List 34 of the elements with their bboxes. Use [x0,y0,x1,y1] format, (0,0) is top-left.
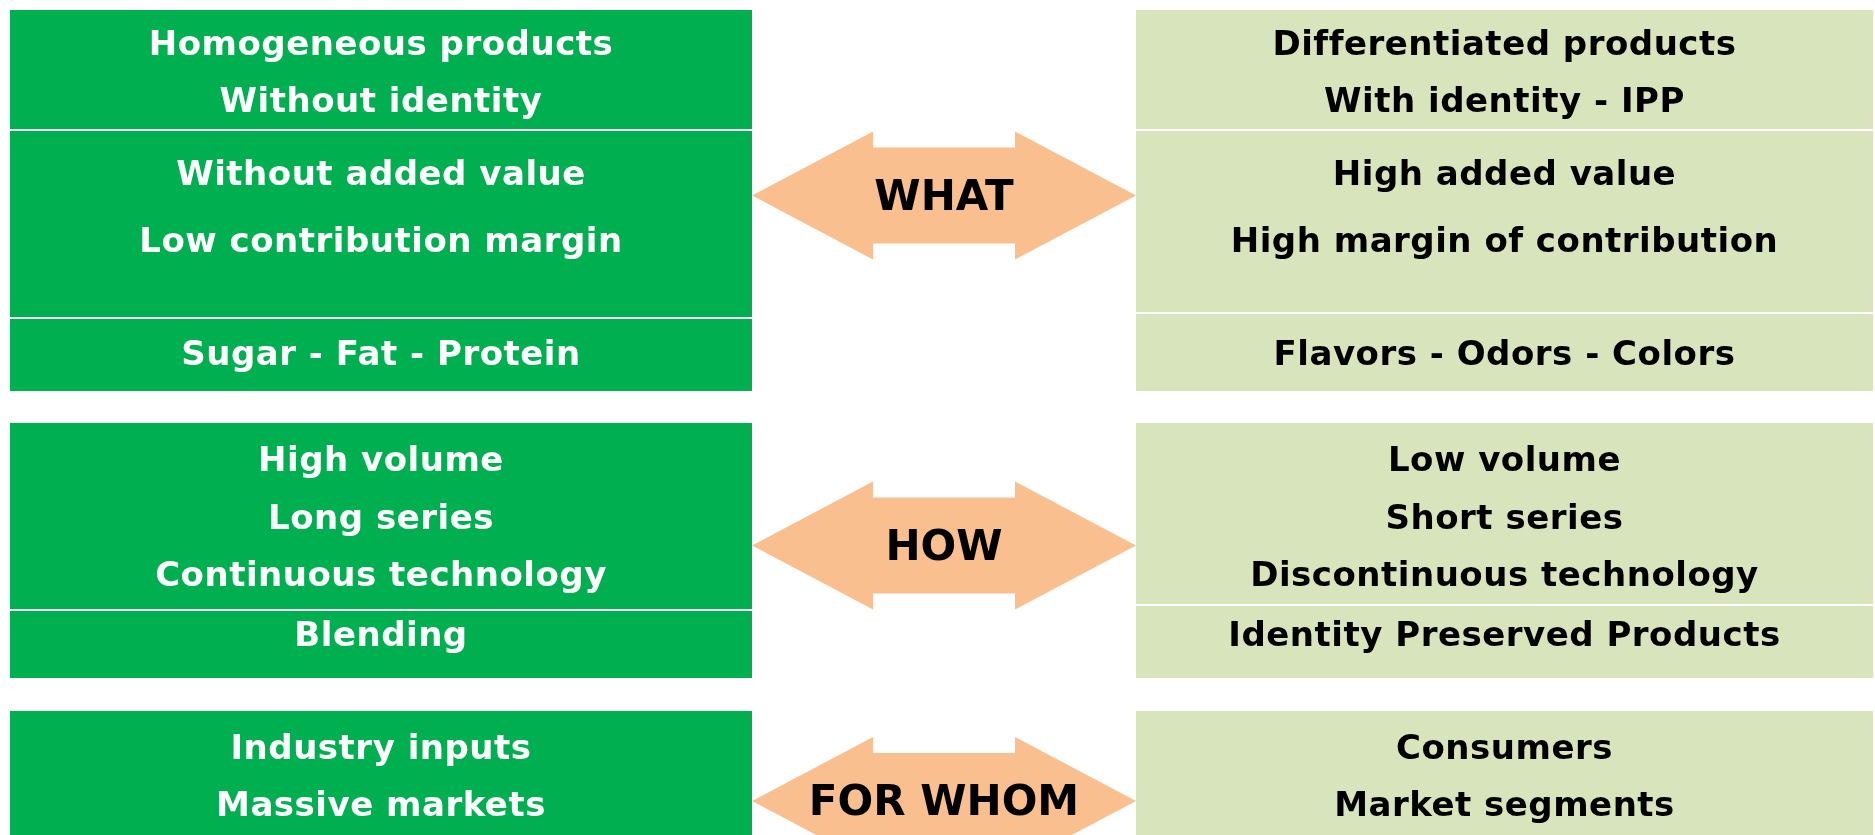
arrow-label: WHAT [874,170,1014,221]
text-box [10,711,752,835]
double-arrow [752,131,1136,260]
box-text: Continuous technology [154,553,608,596]
box-text: Long series [267,496,495,539]
double-arrow [752,481,1136,610]
text-box [10,10,752,391]
box-text: Industry inputs [229,726,533,769]
text-box [1136,10,1873,391]
box-text: High volume [257,438,505,481]
box-text: Without identity [218,79,544,122]
box-text: Low volume [1386,438,1623,481]
box-text: Identity Preserved Products [1227,613,1782,656]
box-text: Differentiated products [1271,22,1738,65]
text-box [1136,423,1873,678]
arrow-label: HOW [885,520,1003,571]
box-text: High added value [1331,152,1678,195]
box-text: Massive markets [215,783,547,826]
box-text: Short series [1384,496,1625,539]
text-box [10,423,752,678]
box-text: Without added value [175,152,587,195]
box-text: Flavors - Odors - Colors [1272,332,1737,375]
arrow-label: FOR WHOM [808,776,1080,826]
box-text: High margin of contribution [1229,219,1780,262]
box-text: With identity - IPP [1323,79,1686,122]
text-box [1136,711,1873,835]
box-text: Sugar - Fat - Protein [180,332,582,375]
box-text: Market segments [1333,783,1676,826]
box-text: Discontinuous technology [1249,553,1760,596]
box-text: Consumers [1395,726,1614,769]
box-text: Homogeneous products [147,22,615,65]
box-text: Blending [293,613,469,656]
double-arrow [752,737,1136,835]
box-text: Low contribution margin [138,219,624,262]
